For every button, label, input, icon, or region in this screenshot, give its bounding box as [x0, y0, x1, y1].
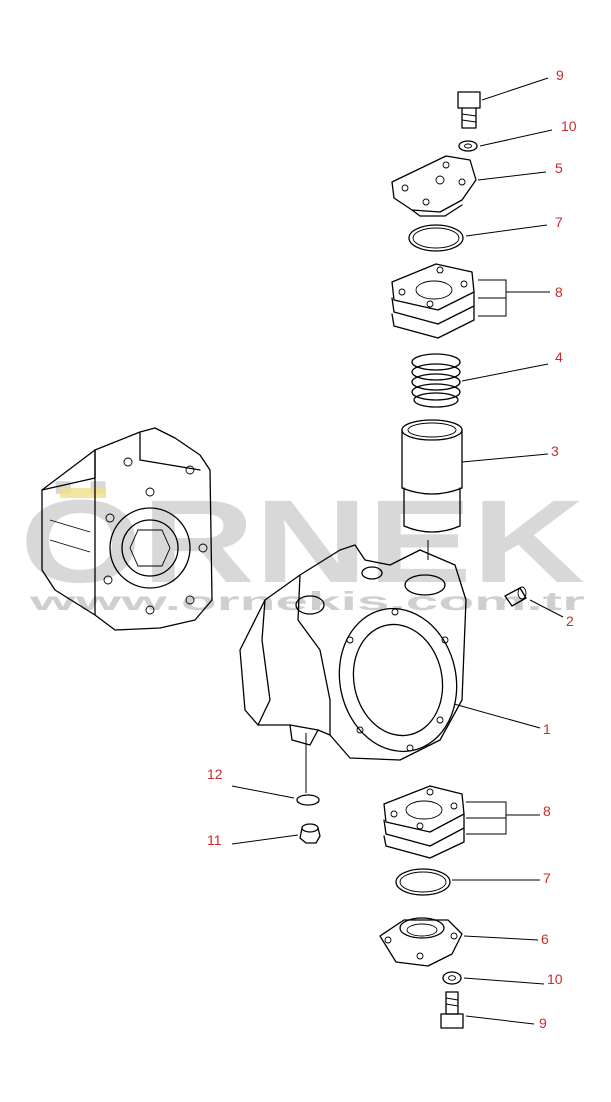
- callout-2: 2: [566, 613, 574, 629]
- leader-lines: [231, 77, 564, 1025]
- part-1-main-housing: [239, 544, 467, 761]
- part-11-plug: [299, 823, 321, 844]
- part-6-flange: [379, 917, 463, 967]
- callout-8-bottom: 8: [543, 803, 551, 819]
- callout-9-top: 9: [556, 67, 564, 83]
- callout-8-top: 8: [555, 284, 563, 300]
- callout-4: 4: [555, 349, 563, 365]
- assembled-unit-view: [41, 427, 213, 631]
- callout-12: 12: [207, 766, 223, 782]
- callout-labels: 9 10 5 7 8 4 3 2 1 12 11 8 7 6 10 9: [207, 67, 577, 1031]
- watermark-brand: ÖRNEK: [20, 476, 585, 608]
- callout-10-top: 10: [561, 118, 577, 134]
- part-4-spring: [411, 353, 461, 408]
- watermark-site: www.ornekis.com.tr: [28, 586, 585, 616]
- part-3-sleeve: [401, 419, 463, 533]
- callout-5: 5: [555, 160, 563, 176]
- part-5-cover: [391, 155, 477, 217]
- callout-10-bottom: 10: [547, 971, 563, 987]
- part-7-o-ring-bottom: [395, 868, 451, 896]
- part-8-shims-top: [391, 263, 475, 339]
- callout-7-bottom: 7: [543, 870, 551, 886]
- callout-3: 3: [551, 443, 559, 459]
- watermark-accent: [60, 488, 106, 498]
- part-10-washer-top: [458, 140, 478, 152]
- part-9-bolt-bottom: [440, 991, 464, 1029]
- part-2-plug: [504, 586, 527, 607]
- part-10-washer-bottom: [442, 971, 462, 985]
- callout-9-bottom: 9: [539, 1015, 547, 1031]
- callout-7-top: 7: [555, 214, 563, 230]
- part-8-shims-bottom: [383, 785, 465, 859]
- part-7-o-ring-top: [408, 224, 464, 252]
- part-9-bolt-top: [457, 91, 481, 129]
- callout-1: 1: [543, 721, 551, 737]
- callout-6: 6: [541, 931, 549, 947]
- watermark: ÖRNEK www.ornekis.com.tr: [20, 476, 585, 616]
- part-12-o-ring: [296, 794, 320, 806]
- callout-11: 11: [207, 832, 222, 848]
